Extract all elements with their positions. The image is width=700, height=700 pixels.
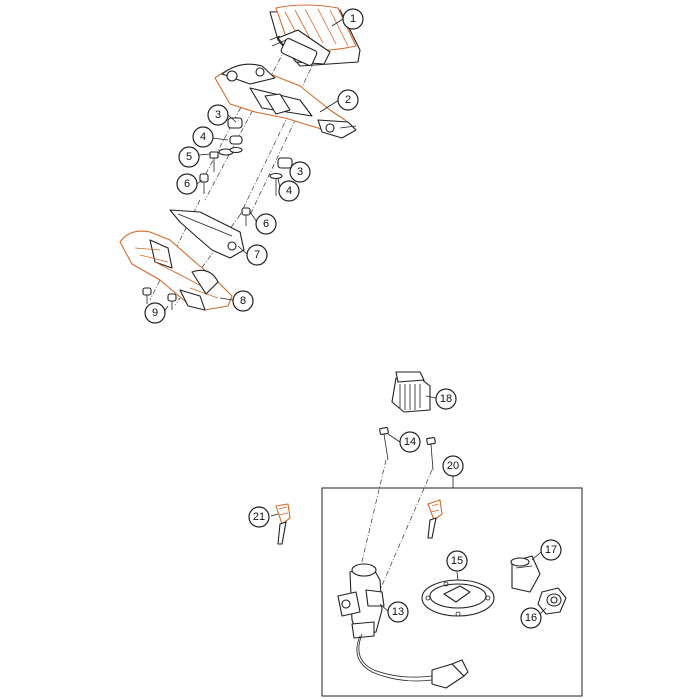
callout-21[interactable]: 21 [248, 506, 270, 528]
callout-label: 20 [447, 460, 459, 472]
fuel-cap-part[interactable] [421, 579, 495, 617]
key-inside-kit-part[interactable] [427, 499, 443, 539]
callout-1[interactable]: 1 [342, 8, 364, 30]
callout-7[interactable]: 7 [246, 244, 268, 266]
callout-label: 21 [253, 511, 265, 523]
callout-label: 8 [240, 295, 246, 307]
lock-cylinder-part[interactable] [510, 555, 541, 593]
ignition-screws-part[interactable] [359, 426, 436, 591]
lower-screws-part[interactable] [142, 287, 177, 310]
callout-6-upper[interactable]: 6 [176, 173, 198, 195]
loose-key-part[interactable] [275, 503, 291, 545]
callout-label: 2 [345, 94, 351, 106]
callout-4-upper[interactable]: 4 [192, 126, 214, 148]
instrument-cluster-part[interactable] [269, 4, 361, 67]
lower-leader-lines [270, 395, 547, 615]
ignition-lock-part[interactable] [337, 563, 469, 689]
callout-15[interactable]: 15 [446, 550, 468, 572]
callout-label: 3 [297, 166, 303, 178]
callout-3-lower[interactable]: 3 [289, 161, 311, 183]
callout-14[interactable]: 14 [399, 431, 421, 453]
callout-label: 5 [186, 151, 192, 163]
lower-cover-part[interactable] [119, 230, 233, 311]
connector-block-part[interactable] [391, 371, 431, 413]
callout-label: 16 [525, 612, 537, 624]
callout-label: 18 [440, 393, 452, 405]
callout-4-lower[interactable]: 4 [278, 180, 300, 202]
callout-3-upper[interactable]: 3 [207, 104, 229, 126]
callout-label: 9 [152, 307, 158, 319]
callout-18[interactable]: 18 [435, 388, 457, 410]
callout-9[interactable]: 9 [144, 302, 166, 324]
callout-20[interactable]: 20 [442, 455, 464, 477]
lock-kit-frame [321, 487, 583, 697]
damper-right-part[interactable] [241, 157, 293, 226]
callout-label: 7 [254, 249, 260, 261]
damper-left-part[interactable] [199, 117, 243, 194]
callout-6-lower[interactable]: 6 [255, 213, 277, 235]
callout-label: 15 [451, 555, 463, 567]
callout-8[interactable]: 8 [232, 290, 254, 312]
callout-label: 6 [263, 218, 269, 230]
callout-16[interactable]: 16 [520, 607, 542, 629]
callout-2[interactable]: 2 [337, 89, 359, 111]
callout-label: 4 [200, 131, 206, 143]
callout-label: 14 [404, 436, 416, 448]
callout-5[interactable]: 5 [178, 146, 200, 168]
callout-label: 3 [215, 109, 221, 121]
callout-label: 4 [286, 185, 292, 197]
callout-17[interactable]: 17 [540, 539, 562, 561]
callout-13[interactable]: 13 [387, 601, 409, 623]
callout-label: 13 [392, 606, 404, 618]
support-plate-part[interactable] [169, 209, 245, 259]
callout-label: 17 [545, 544, 557, 556]
instrument-bracket-part[interactable] [214, 63, 357, 139]
callout-label: 1 [350, 13, 356, 25]
callout-label: 6 [184, 178, 190, 190]
lock-nut-part[interactable] [537, 587, 567, 615]
upper-leader-lines [162, 18, 344, 314]
